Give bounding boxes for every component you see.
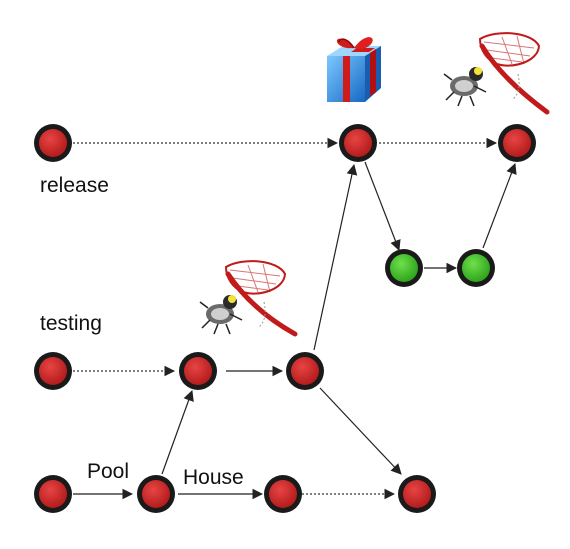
node-release-1 (34, 124, 72, 162)
gift-box-icon (327, 37, 381, 102)
node-green-2 (457, 249, 495, 287)
node-merge (398, 475, 436, 513)
nodes (34, 124, 536, 513)
bug-net-icon (199, 260, 298, 337)
node-testing-3 (286, 352, 324, 390)
label-release: release (40, 174, 109, 197)
label-testing: testing (40, 312, 102, 335)
node-green-1 (385, 249, 423, 287)
label-house: House (183, 466, 244, 489)
edge-testing-3-to-house-end (319, 387, 402, 475)
edge-release-to-green-1 (364, 161, 401, 252)
node-release-3 (498, 124, 536, 162)
node-pool (137, 475, 175, 513)
node-bottom-1 (34, 475, 72, 513)
edge-green-2-to-release-3 (482, 162, 517, 249)
label-pool: Pool (87, 460, 129, 483)
node-house (264, 475, 302, 513)
edge-testing-3-to-release-2 (313, 163, 358, 351)
node-release-2 (339, 124, 377, 162)
edges (73, 137, 517, 500)
node-testing-1 (34, 352, 72, 390)
edge-pool-to-testing-2 (161, 389, 194, 475)
bug-net-icon (443, 32, 550, 115)
node-testing-2 (179, 352, 217, 390)
